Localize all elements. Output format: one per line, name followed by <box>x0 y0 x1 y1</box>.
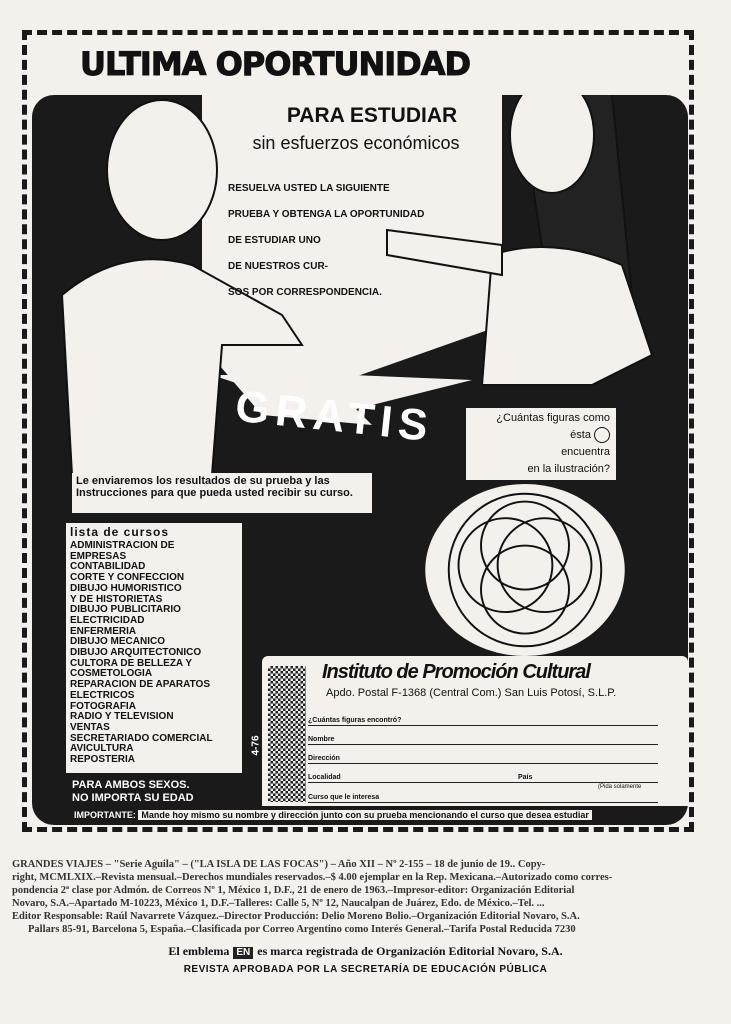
field-address[interactable]: Dirección <box>308 754 658 764</box>
course-item: CULTORA DE BELLEZA Y <box>70 657 193 669</box>
question-line: en la ilustración? <box>527 463 610 475</box>
colophon: GRANDES VIAJES – "Serie Aguila" – ("LA I… <box>12 858 722 936</box>
course-list-title: lista de cursos <box>70 525 170 539</box>
audience-note: PARA AMBOS SEXOS. NO IMPORTA SU EDAD <box>72 779 252 805</box>
puzzle-question: ¿Cuántas figuras como ésta encuentra en … <box>466 408 616 480</box>
intro-line: DE NUESTROS CUR- <box>228 261 329 272</box>
coupon-form <box>262 656 688 806</box>
course-item: DIBUJO ARQUITECTONICO <box>70 647 202 659</box>
question-line: ésta <box>472 427 610 444</box>
approval-note: REVISTA APROBADA POR LA SECRETARÍA DE ED… <box>183 964 548 975</box>
course-item: ENFERMERIA <box>70 625 137 637</box>
course-item: RADIO Y TELEVISION <box>70 711 174 723</box>
field-figures-count[interactable]: ¿Cuántas figuras encontró? <box>308 716 658 726</box>
arrow-shape <box>212 325 472 415</box>
field-course[interactable]: Curso que le interesa <box>308 793 658 803</box>
course-item: Y DE HISTORIETAS <box>70 593 163 605</box>
ad-code: 4-76 <box>250 735 262 756</box>
subhead-economic: sin esfuerzos económicos <box>252 133 460 153</box>
important-label: IMPORTANTE: <box>74 810 136 820</box>
woman-figure <box>386 95 654 386</box>
field-country[interactable]: País <box>518 774 533 781</box>
man-figure <box>60 99 304 476</box>
course-item: DIBUJO HUMORISTICO <box>70 582 182 594</box>
course-item: ELECTRICOS <box>70 689 135 701</box>
colophon-line: GRANDES VIAJES – "Serie Aguila" – ("LA I… <box>12 859 546 870</box>
course-item: ELECTRICIDAD <box>70 614 145 626</box>
course-item: COSMETOLOGIA <box>70 668 153 680</box>
colophon-line: Novaro, S.A.–Apartado M-10223, México 1,… <box>12 898 545 909</box>
subhead-study: PARA ESTUDIAR <box>286 104 458 127</box>
field-name[interactable]: Nombre <box>308 735 658 745</box>
form-note: (Pida solamente <box>598 784 642 790</box>
course-item: FOTOGRAFIA <box>70 700 136 712</box>
institute-name: Instituto de Promoción Cultural <box>322 661 591 683</box>
intro-line: RESUELVA USTED LA SIGUIENTE <box>228 183 390 194</box>
course-item: SECRETARIADO COMERCIAL <box>70 732 213 744</box>
audience-line: PARA AMBOS SEXOS. <box>72 779 190 791</box>
headline: ULTIMA OPORTUNIDAD <box>79 45 471 84</box>
novaro-logo: EN <box>233 947 254 959</box>
question-line: encuentra <box>561 446 610 458</box>
course-item: DIBUJO PUBLICITARIO <box>70 604 181 616</box>
course-item: CORTE Y CONFECCION <box>70 572 185 584</box>
colophon-line: right, MCMLXIX.–Revista mensual.–Derecho… <box>12 872 613 883</box>
course-item: REPARACION DE APARATOS <box>70 679 211 691</box>
ad-dashed-border <box>22 30 694 832</box>
circle-icon <box>594 427 610 444</box>
question-line: ¿Cuántas figuras como <box>496 412 610 424</box>
course-item: DIBUJO MECANICO <box>70 636 166 648</box>
intro-line: DE ESTUDIAR UNO <box>228 235 321 246</box>
institute-address: Apdo. Postal F-1368 (Central Com.) San L… <box>326 687 617 699</box>
checker-pattern <box>268 666 306 802</box>
intro-text: RESUELVA USTED LA SIGUIENTE PRUEBA Y OBT… <box>228 176 438 306</box>
colophon-line: pondencia 2ª clase por Admón. de Correos… <box>12 885 575 896</box>
important-text: Mande hoy mismo su nombre y dirección ju… <box>138 810 592 820</box>
course-item: ADMINISTRACION DE <box>70 540 175 551</box>
audience-line: NO IMPORTA SU EDAD <box>72 792 194 804</box>
course-item: EMPRESAS <box>70 550 127 562</box>
colophon-line: Editor Responsable: Raúl Navarrete Vázqu… <box>12 911 580 922</box>
illustration <box>60 95 654 476</box>
course-item: AVICULTURA <box>70 743 134 755</box>
circles-puzzle <box>425 483 625 657</box>
intro-line: SOS POR CORRESPONDENCIA. <box>228 287 382 298</box>
course-item: CONTABILIDAD <box>70 561 146 573</box>
course-item: VENTAS <box>70 721 110 733</box>
colophon-line: Pallars 85-91, Barcelona 5, España.–Clas… <box>28 924 576 935</box>
intro-line: PRUEBA Y OBTENGA LA OPORTUNIDAD <box>228 209 425 220</box>
important-note: IMPORTANTE: Mande hoy mismo su nombre y … <box>74 810 684 821</box>
results-note: Le enviaremos los resultados de su prueb… <box>72 473 372 513</box>
course-item: REPOSTERIA <box>70 754 136 766</box>
